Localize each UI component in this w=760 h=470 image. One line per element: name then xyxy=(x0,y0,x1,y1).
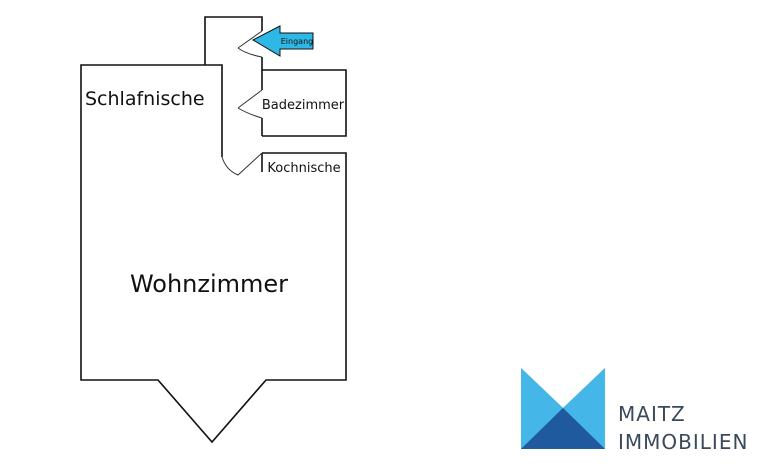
logo-text-maitz: MAITZ xyxy=(618,402,686,426)
logo-shape-dark xyxy=(521,408,605,449)
living-door-swing xyxy=(221,152,263,176)
entrance-door-swing xyxy=(237,30,263,58)
logo-shape-left xyxy=(521,368,563,449)
outer-wall-outline xyxy=(80,64,347,444)
outer-walls xyxy=(80,16,347,444)
maitz-m-logo-icon xyxy=(521,368,605,449)
logo-text-immobilien: IMMOBILIEN xyxy=(618,430,748,454)
badezimmer-wall xyxy=(261,57,347,137)
room-label-wohnzimmer: Wohnzimmer xyxy=(130,270,288,298)
entrance-arrow: Eingang xyxy=(251,25,314,57)
room-label-schlafnische: Schlafnische xyxy=(85,88,205,110)
maitz-logo: MAITZ IMMOBILIEN xyxy=(521,368,748,454)
room-label-badezimmer: Badezimmer xyxy=(262,98,345,113)
doors xyxy=(221,30,263,176)
logo-shape-right xyxy=(563,368,605,449)
bathroom-door-swing xyxy=(237,89,263,119)
entrance-label: Eingang xyxy=(281,37,313,46)
corridor-upper-wall xyxy=(204,16,263,65)
entrance-arrow-icon xyxy=(251,25,314,57)
room-label-kochnische: Kochnische xyxy=(267,161,340,176)
